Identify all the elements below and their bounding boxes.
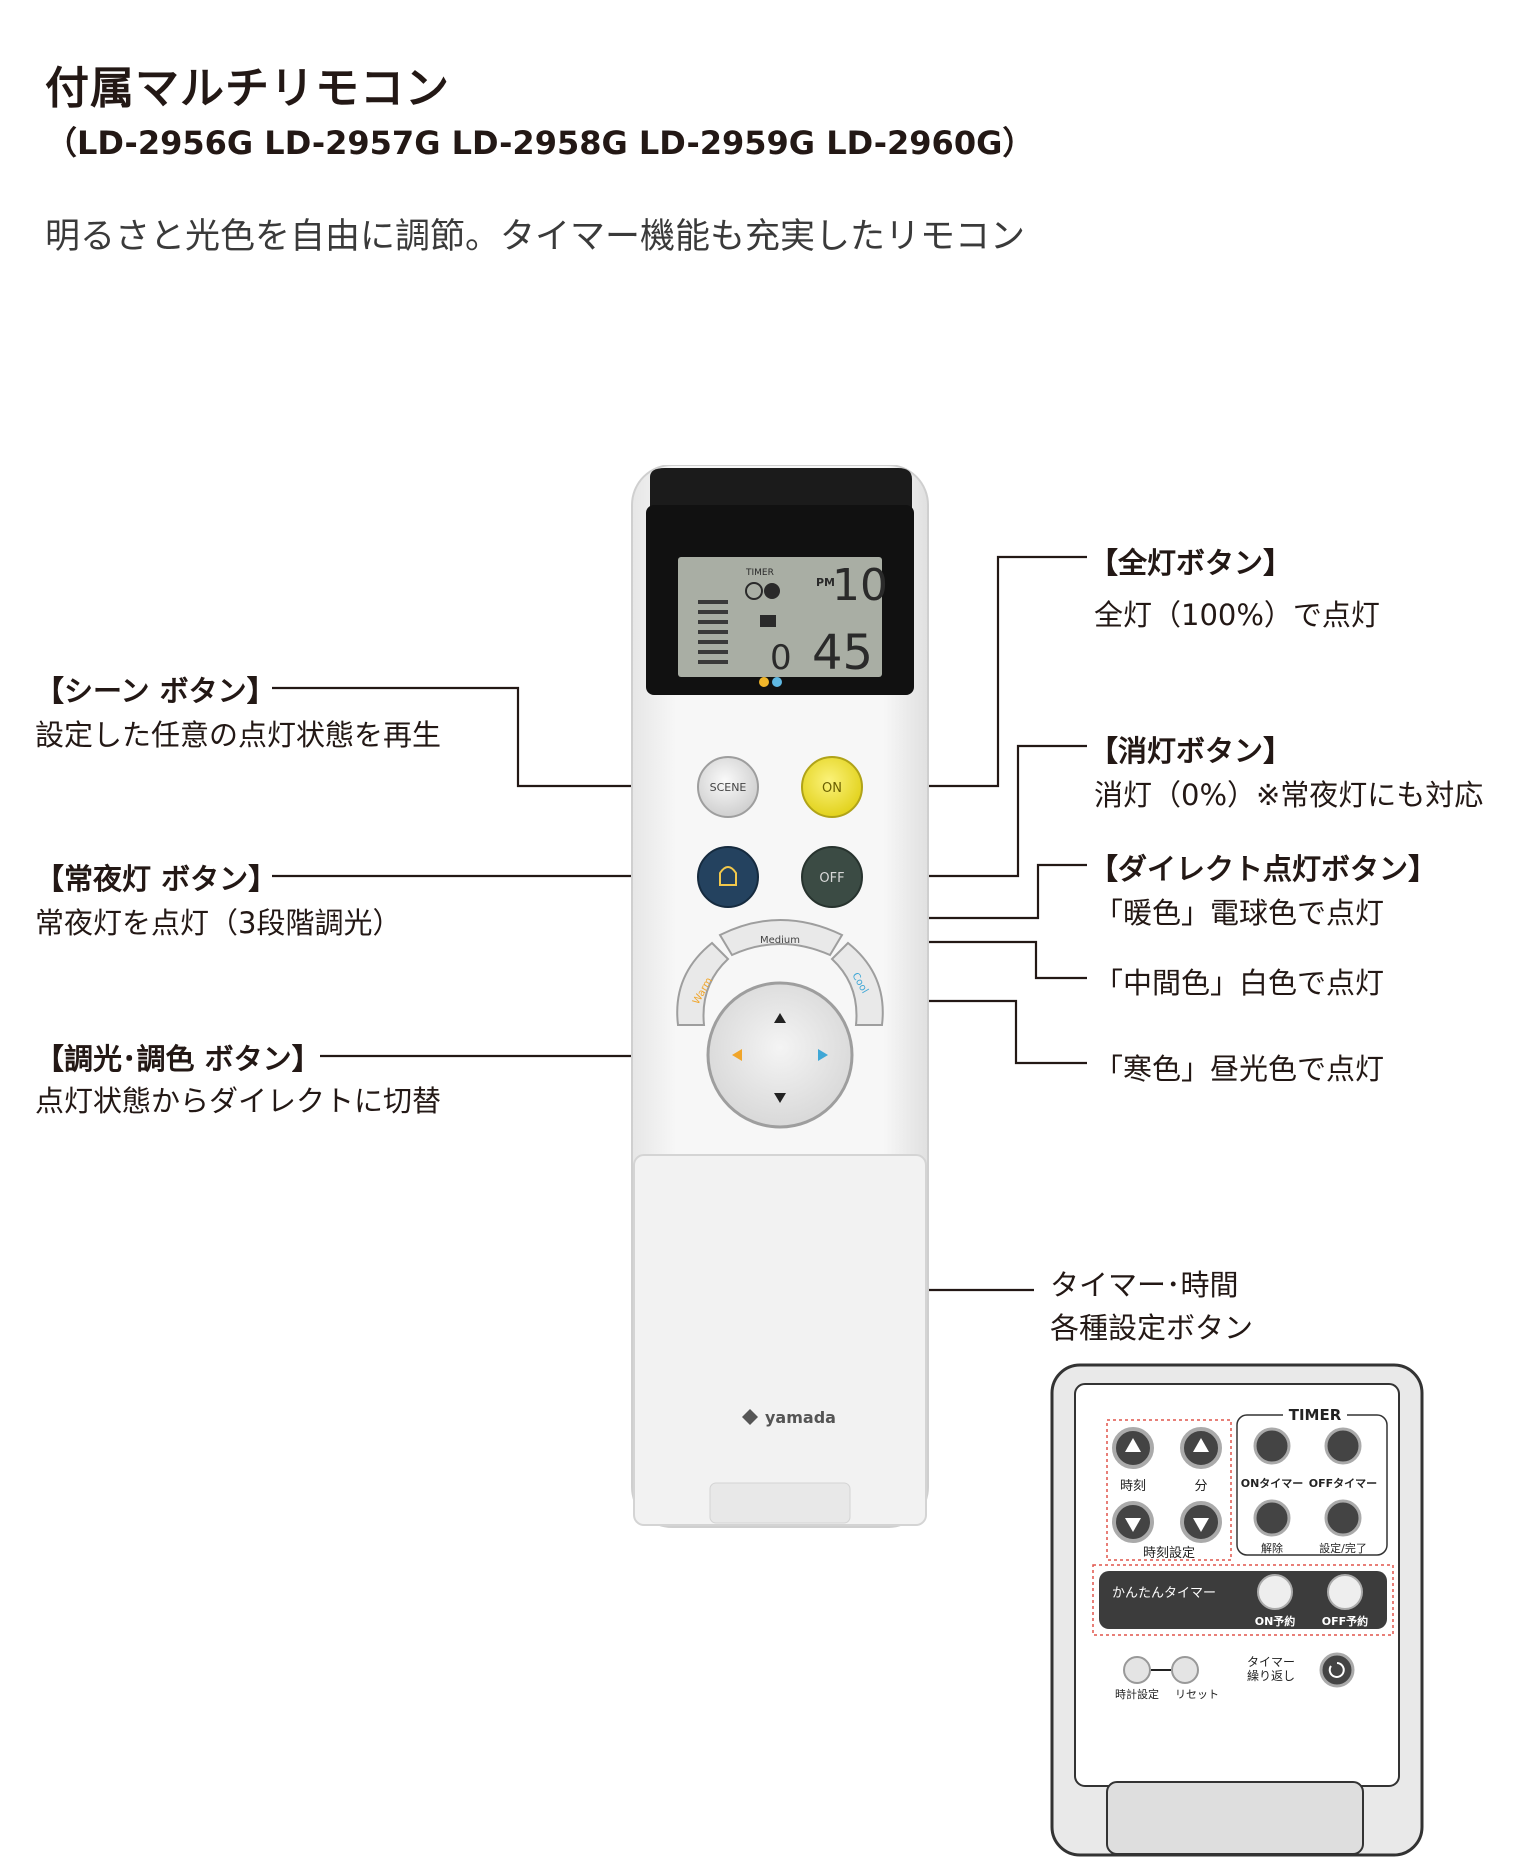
on-button[interactable]: ON xyxy=(801,756,863,818)
full-callout-text: 全灯（100%）で点灯 xyxy=(1094,598,1380,632)
medium-button-label: Medium xyxy=(760,935,800,946)
lcd-mode-icon xyxy=(760,615,776,627)
on-button-label: ON xyxy=(822,781,842,796)
minute-label: 分 xyxy=(1194,1479,1207,1494)
off-callout-heading: 【消灯ボタン】 xyxy=(1089,734,1293,768)
lcd-clock-icon xyxy=(745,582,763,600)
night-callout-heading: 【常夜灯 ボタン】 xyxy=(35,862,278,896)
on-reserve-label: ON予約 xyxy=(1255,1614,1296,1628)
scene-callout-text: 設定した任意の点灯状態を再生 xyxy=(35,718,442,752)
repeat-label-line1: タイマー xyxy=(1247,1655,1295,1669)
time-setting-label: 時刻設定 xyxy=(1143,1545,1195,1561)
timer-repeat-button[interactable] xyxy=(1319,1652,1355,1688)
medium-button[interactable]: Medium xyxy=(718,919,844,957)
cancel-button[interactable] xyxy=(1253,1499,1291,1537)
off-button[interactable]: OFF xyxy=(801,846,863,908)
direct-callout-text: 「暖色」電球色で点灯 xyxy=(1094,896,1385,930)
lcd-screen xyxy=(678,557,882,677)
lcd-minute: 45 xyxy=(812,625,873,681)
repeat-label-line2: 繰り返し xyxy=(1247,1669,1295,1683)
indicator-warm-dot xyxy=(759,677,769,687)
time-setting-group xyxy=(1106,1419,1232,1561)
sliding-cover xyxy=(633,1154,927,1526)
off-reserve-button[interactable] xyxy=(1327,1574,1363,1610)
set-done-label: 設定/完了 xyxy=(1319,1541,1367,1555)
full-callout-heading: 【全灯ボタン】 xyxy=(1089,546,1293,580)
on-timer-button[interactable] xyxy=(1253,1427,1291,1465)
timer-callout-line2: 各種設定ボタン xyxy=(1050,1311,1254,1345)
panel-grip xyxy=(1106,1781,1364,1855)
minute-up-button[interactable] xyxy=(1180,1427,1222,1469)
clock-set-button[interactable] xyxy=(1123,1656,1151,1684)
off-leader-line xyxy=(872,744,1087,878)
hour-label: 時刻 xyxy=(1120,1479,1146,1494)
dimming-callout-text: 点灯状態からダイレクトに切替 xyxy=(35,1084,442,1118)
on-reserve-button[interactable] xyxy=(1257,1574,1293,1610)
night-callout-text: 常夜灯を点灯（3段階調光） xyxy=(35,906,402,940)
easy-timer-bar xyxy=(1099,1571,1387,1629)
hour-down-button[interactable] xyxy=(1112,1501,1154,1543)
lcd-ampm: PM xyxy=(816,576,835,589)
cool-leader-line xyxy=(880,999,1087,1065)
svg-text:yamada: yamada xyxy=(765,1408,836,1427)
reset-button[interactable] xyxy=(1171,1656,1199,1684)
middle-callout-text: 「中間色」白色で点灯 xyxy=(1094,966,1385,1000)
lcd-moon-icon xyxy=(764,583,780,599)
bell-icon xyxy=(719,866,737,886)
hour-up-button[interactable] xyxy=(1112,1427,1154,1469)
set-done-button[interactable] xyxy=(1324,1499,1362,1537)
off-timer-button[interactable] xyxy=(1324,1427,1362,1465)
arrow-left-icon xyxy=(732,1049,742,1061)
arrow-down-icon xyxy=(774,1093,786,1103)
dimming-callout-heading: 【調光･調色 ボタン】 xyxy=(35,1042,321,1076)
page-title: 付属マルチリモコン xyxy=(45,63,450,114)
lcd-small-digit: 0 xyxy=(770,638,792,678)
indicator-cool-dot xyxy=(772,677,782,687)
repeat-icon xyxy=(1328,1662,1345,1678)
lcd-level-bars xyxy=(698,600,728,664)
timer-panel: 時刻 分 時刻設定 TIMER ONタイマー OFFタイマー 解除 設定/完了 … xyxy=(1050,1363,1424,1857)
cool-callout-text: 「寒色」昼光色で点灯 xyxy=(1094,1052,1385,1086)
scene-callout-heading: 【シーン ボタン】 xyxy=(35,674,276,708)
remote-control: TIMER PM 10 45 0 SCENE ON OFF Warm Mediu… xyxy=(631,465,929,1528)
cool-button[interactable]: Cool xyxy=(830,941,884,1026)
off-reserve-label: OFF予約 xyxy=(1322,1614,1368,1628)
clock-set-label: 時計設定 xyxy=(1115,1687,1159,1701)
arrow-up-icon xyxy=(774,1013,786,1023)
direct-callout-heading: 【ダイレクト点灯ボタン】 xyxy=(1089,852,1438,886)
cover-grip xyxy=(709,1482,851,1524)
night-light-button[interactable] xyxy=(697,846,759,908)
off-callout-text: 消灯（0%）※常夜灯にも対応 xyxy=(1094,778,1484,812)
reset-label: リセット xyxy=(1175,1688,1219,1701)
lcd-timer-label: TIMER xyxy=(745,568,774,578)
page-subtitle: 明るさと光色を自由に調節。タイマー機能も充実したリモコン xyxy=(45,217,1026,257)
brand-logo: yamada xyxy=(742,1408,836,1427)
lcd-hour: 10 xyxy=(832,560,888,611)
minute-down-button[interactable] xyxy=(1180,1501,1222,1543)
arrow-right-icon xyxy=(818,1049,828,1061)
direction-pad[interactable] xyxy=(706,981,854,1129)
timer-callout-line1: タイマー･時間 xyxy=(1050,1268,1239,1302)
scene-button[interactable]: SCENE xyxy=(697,756,759,818)
on-timer-label: ONタイマー xyxy=(1241,1477,1304,1490)
cancel-label: 解除 xyxy=(1261,1541,1283,1555)
model-list: （LD-2956G LD-2957G LD-2958G LD-2959G LD-… xyxy=(45,124,1035,162)
timer-group-title: TIMER xyxy=(1289,1406,1342,1424)
easy-timer-group xyxy=(1092,1564,1394,1636)
scene-leader-line xyxy=(272,686,722,788)
off-button-label: OFF xyxy=(819,871,844,886)
scene-button-label: SCENE xyxy=(710,781,747,794)
off-timer-label: OFFタイマー xyxy=(1309,1477,1377,1490)
easy-timer-label: かんたんタイマー xyxy=(1112,1586,1216,1601)
